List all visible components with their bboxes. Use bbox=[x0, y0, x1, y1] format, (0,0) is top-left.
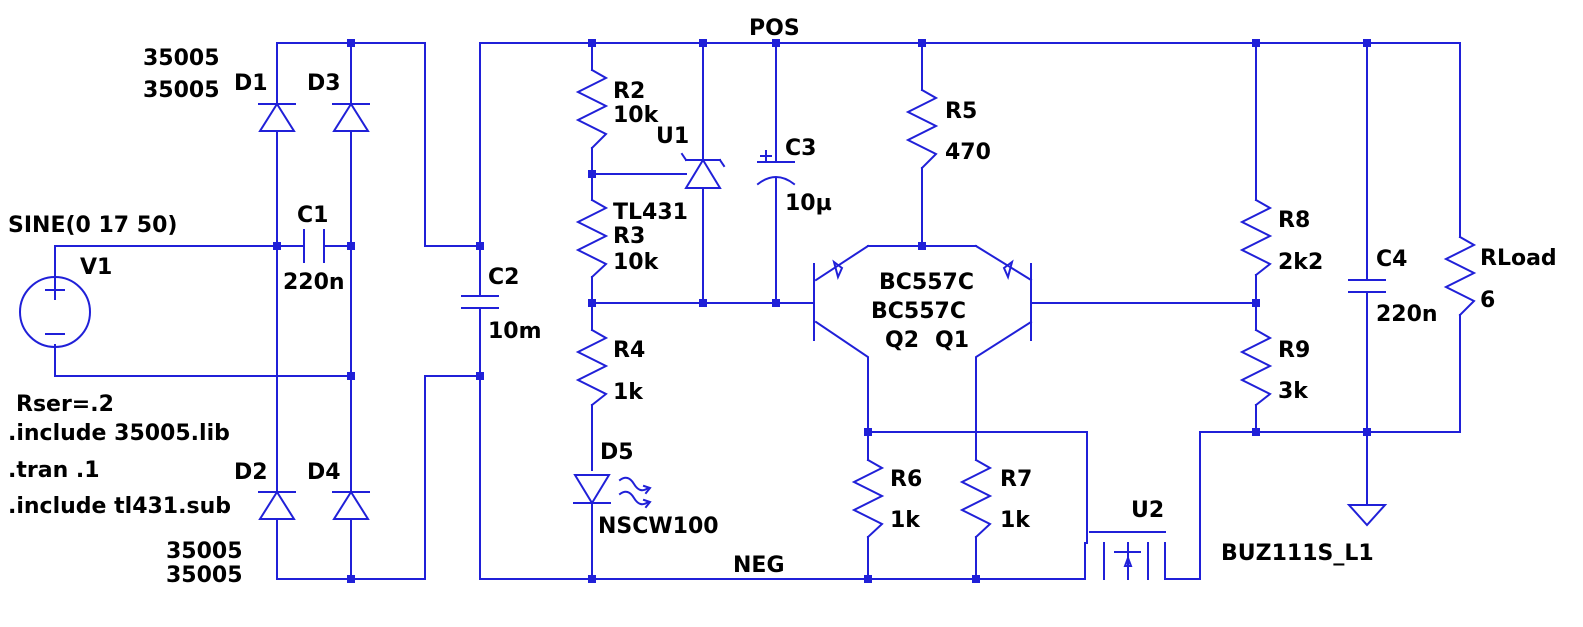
ground-symbol bbox=[1346, 504, 1388, 527]
d1-d3-model-line-2: 35005 bbox=[143, 78, 220, 103]
capacitor-c4-ref: C4 bbox=[1376, 247, 1407, 272]
shunt-regulator-u1-symbol bbox=[680, 152, 726, 189]
directive-include-tl431: .include tl431.sub bbox=[8, 494, 231, 519]
resistor-rload-value: 6 bbox=[1480, 288, 1495, 313]
resistor-r7-value: 1k bbox=[1000, 508, 1031, 533]
diode-d4-symbol bbox=[332, 490, 370, 520]
diode-d1-ref: D1 bbox=[234, 71, 268, 96]
resistor-rload-symbol bbox=[1443, 235, 1477, 317]
transistor-q1-model: BC557C bbox=[879, 270, 974, 295]
d1-d3-model-line-1: 35005 bbox=[143, 46, 220, 71]
capacitor-c2-ref: C2 bbox=[488, 265, 519, 290]
resistor-r2-value: 10k bbox=[613, 103, 660, 128]
resistor-r5-symbol bbox=[905, 88, 939, 170]
diode-d3-symbol bbox=[332, 102, 370, 132]
resistor-r8-ref: R8 bbox=[1278, 208, 1310, 233]
resistor-r5-ref: R5 bbox=[945, 99, 977, 124]
capacitor-c1-ref: C1 bbox=[297, 203, 328, 228]
capacitor-c4-symbol bbox=[1348, 279, 1386, 293]
shunt-regulator-u1-model: TL431 bbox=[613, 200, 688, 225]
shunt-regulator-u1-ref: U1 bbox=[656, 124, 689, 149]
resistor-r3-value: 10k bbox=[613, 250, 660, 275]
diode-d4-ref: D4 bbox=[307, 460, 341, 485]
directive-tran: .tran .1 bbox=[8, 458, 100, 483]
capacitor-c2-symbol bbox=[461, 295, 499, 309]
resistor-r8-value: 2k2 bbox=[1278, 250, 1323, 275]
d2-d4-model-line-1: 35005 bbox=[166, 539, 243, 564]
source-value: SINE(0 17 50) bbox=[8, 213, 177, 238]
resistor-r4-ref: R4 bbox=[613, 338, 645, 363]
resistor-r6-symbol bbox=[851, 458, 885, 539]
resistor-r2-symbol bbox=[575, 68, 609, 150]
net-label-pos: POS bbox=[749, 16, 800, 41]
transistor-q2-symbol bbox=[813, 259, 844, 341]
diode-d2-ref: D2 bbox=[234, 460, 268, 485]
mosfet-u2-symbol bbox=[1103, 542, 1149, 580]
mosfet-u2-ref: U2 bbox=[1131, 498, 1164, 523]
source-ref: V1 bbox=[80, 255, 112, 280]
resistor-r2-ref: R2 bbox=[613, 79, 645, 104]
diode-d2-symbol bbox=[258, 490, 296, 520]
source-rser: Rser=.2 bbox=[16, 392, 114, 417]
resistor-r6-ref: R6 bbox=[890, 467, 922, 492]
resistor-r3-ref: R3 bbox=[613, 224, 645, 249]
mosfet-u2-model: BUZ111S_L1 bbox=[1221, 541, 1374, 566]
resistor-r7-symbol bbox=[959, 458, 993, 539]
led-d5-model: NSCW100 bbox=[598, 514, 719, 539]
capacitor-c3-value: 10µ bbox=[785, 191, 832, 216]
wires bbox=[54, 42, 1461, 580]
capacitor-c1-value: 220n bbox=[283, 270, 345, 295]
diode-d3-ref: D3 bbox=[307, 71, 341, 96]
resistor-rload-ref: RLoad bbox=[1480, 246, 1557, 271]
capacitor-c1-symbol bbox=[303, 229, 325, 263]
led-d5-ref: D5 bbox=[600, 440, 634, 465]
resistor-r6-value: 1k bbox=[890, 508, 921, 533]
led-d5-symbol bbox=[573, 474, 652, 509]
voltage-source-v1-symbol bbox=[19, 276, 91, 348]
resistor-r7-ref: R7 bbox=[1000, 467, 1032, 492]
transistor-q2-model: BC557C bbox=[871, 299, 966, 324]
diode-d1-symbol bbox=[258, 102, 296, 132]
junction-nodes bbox=[273, 39, 1371, 583]
resistor-r4-symbol bbox=[575, 328, 609, 407]
resistor-r9-symbol bbox=[1239, 328, 1273, 407]
resistor-r9-ref: R9 bbox=[1278, 338, 1310, 363]
capacitor-c4-value: 220n bbox=[1376, 302, 1438, 327]
resistor-r3-symbol bbox=[575, 198, 609, 279]
net-label-neg: NEG bbox=[733, 553, 785, 578]
resistor-r9-value: 3k bbox=[1278, 379, 1309, 404]
d2-d4-model-line-2: 35005 bbox=[166, 563, 243, 588]
resistor-r4-value: 1k bbox=[613, 380, 644, 405]
capacitor-c3-ref: C3 bbox=[785, 136, 816, 161]
labels: POS NEG 35005 35005 D1 D3 D2 D4 35005 35… bbox=[8, 16, 1557, 588]
resistor-r8-symbol bbox=[1239, 198, 1273, 277]
capacitor-c2-value: 10m bbox=[488, 319, 542, 344]
capacitor-c3-symbol bbox=[756, 150, 796, 186]
transistor-q2-ref: Q2 bbox=[885, 328, 919, 353]
transistor-q1-ref: Q1 bbox=[935, 328, 969, 353]
transistor-q1-symbol bbox=[1002, 259, 1032, 341]
directive-include-35005: .include 35005.lib bbox=[8, 421, 230, 446]
resistor-r5-value: 470 bbox=[945, 140, 991, 165]
